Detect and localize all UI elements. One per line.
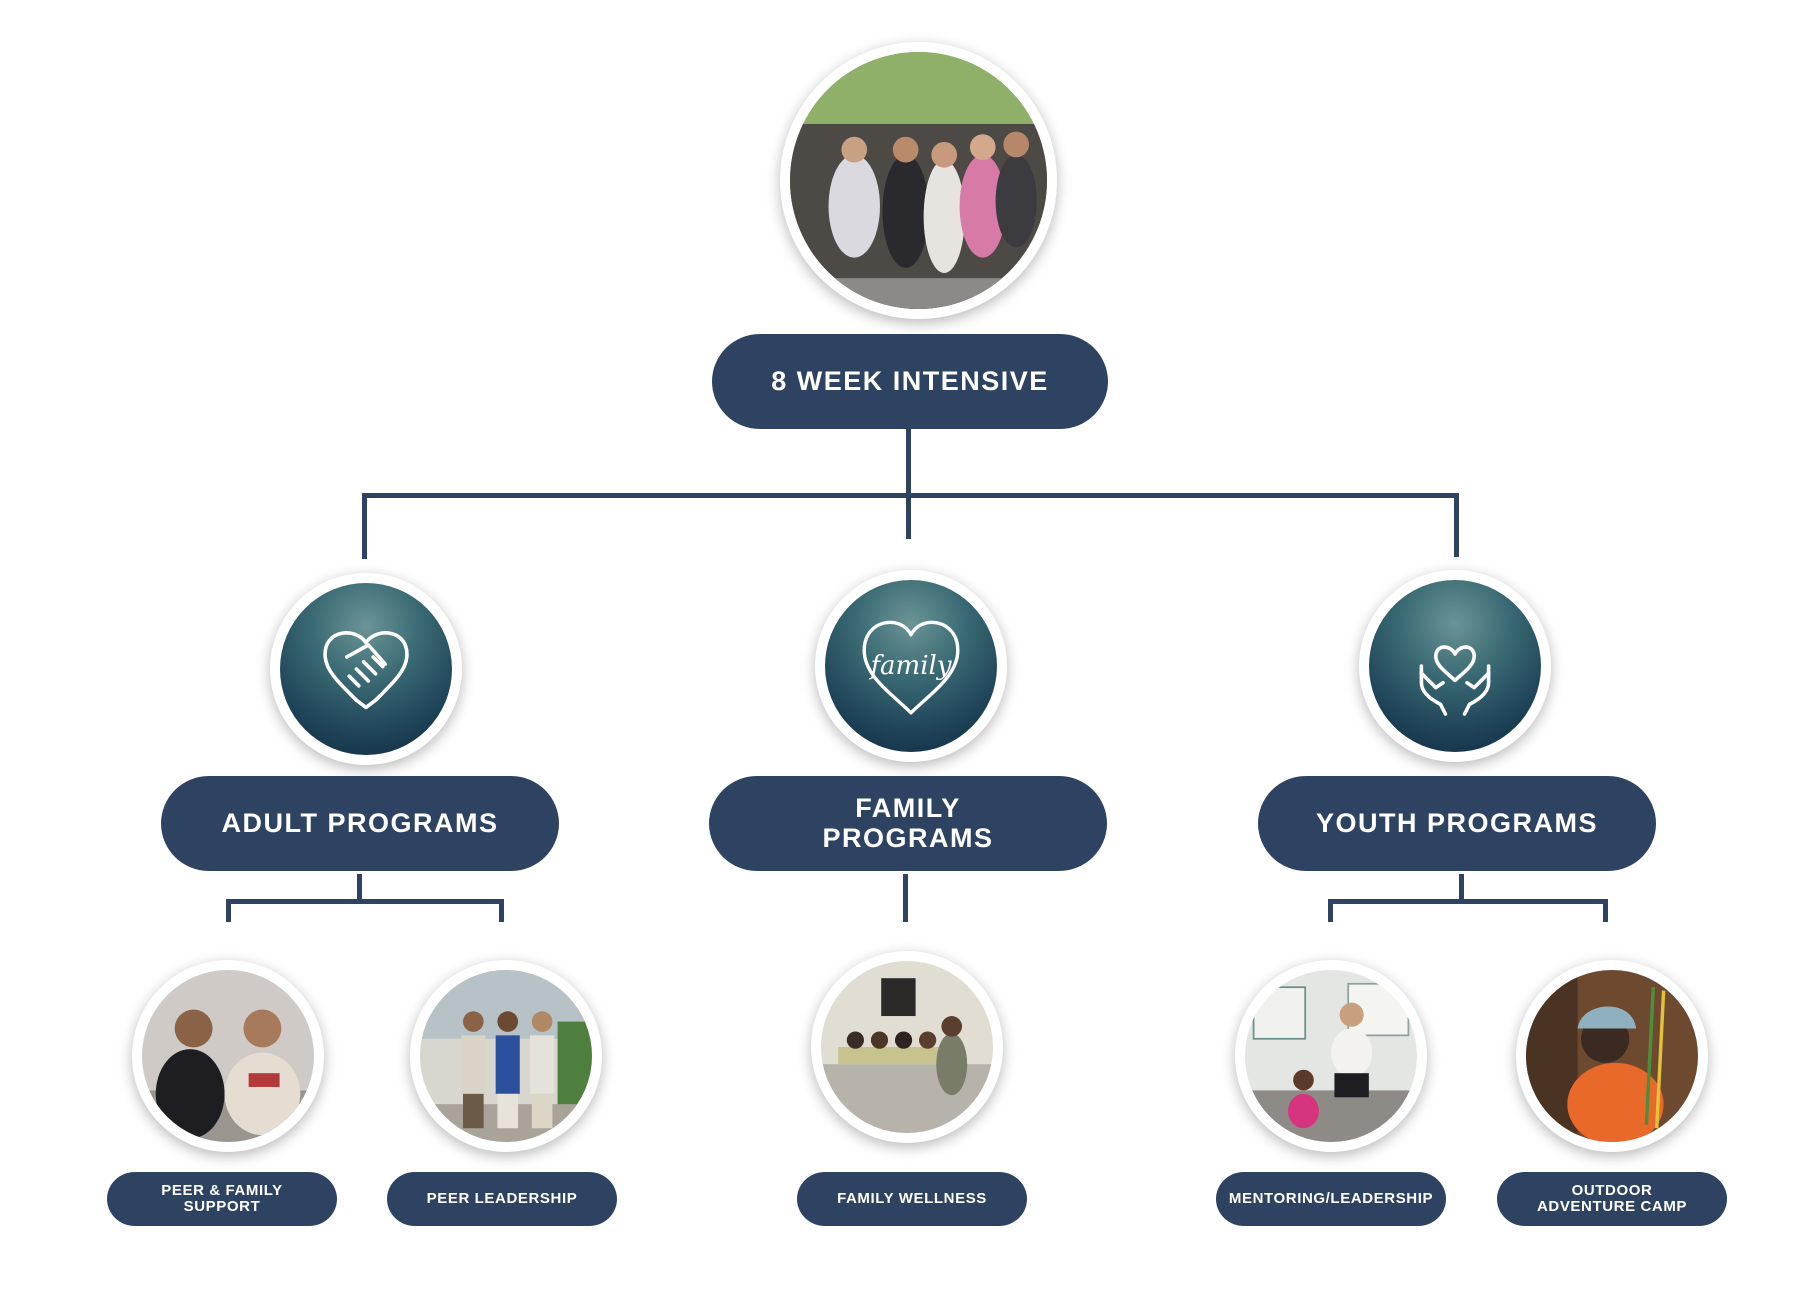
svg-text:family: family (868, 651, 951, 681)
adult-programs-label: ADULT PROGRAMS (161, 776, 559, 871)
handshake-heart-icon (280, 583, 452, 755)
family-icon-circle: family (815, 570, 1007, 762)
outdoor-adventure-camp-photo-circle (1516, 960, 1708, 1152)
peer-leadership-label: PEER LEADERSHIP (387, 1172, 617, 1226)
connector-to-adult (362, 493, 367, 559)
connector-youth-horizontal (1328, 899, 1608, 904)
peer-family-support-photo-circle (132, 960, 324, 1152)
mentor-high-five-photo (1245, 970, 1417, 1142)
climbing-helmet-photo (1526, 970, 1698, 1142)
mentoring-leadership-label: MENTORING/LEADERSHIP (1216, 1172, 1446, 1226)
family-programs-label: FAMILY PROGRAMS (709, 776, 1107, 871)
connector-root-down (906, 428, 911, 526)
two-women-talking-photo (142, 970, 314, 1142)
peer-leadership-photo-circle (410, 960, 602, 1152)
youth-icon-circle (1359, 570, 1551, 762)
family-wellness-photo-circle (811, 951, 1003, 1143)
root-photo-circle (780, 42, 1057, 319)
connector-youth-down (1459, 874, 1464, 902)
youth-programs-label: YOUTH PROGRAMS (1258, 776, 1656, 871)
adult-icon-circle (270, 573, 462, 765)
hands-holding-heart-icon (1369, 580, 1541, 752)
connector-family-down (903, 874, 908, 922)
connector-adult-down (357, 874, 362, 902)
family-programs-text: FAMILY PROGRAMS (822, 792, 994, 853)
root-program-label: 8 WEEK INTENSIVE (712, 334, 1108, 429)
connector-center-down (906, 493, 911, 539)
family-wellness-label: FAMILY WELLNESS (797, 1172, 1027, 1226)
pottery-class-photo (821, 961, 993, 1133)
connector-adult-left (226, 899, 231, 922)
connector-to-youth (1454, 493, 1459, 557)
three-men-standing-photo (420, 970, 592, 1142)
connector-youth-left (1328, 899, 1333, 922)
group-celebration-photo (790, 52, 1047, 309)
outdoor-adventure-camp-label: OUTDOOR ADVENTURE CAMP (1497, 1172, 1727, 1226)
connector-adult-right (499, 899, 504, 922)
mentoring-leadership-photo-circle (1235, 960, 1427, 1152)
family-heart-icon: family (825, 580, 997, 752)
connector-youth-right (1603, 899, 1608, 922)
connector-adult-horizontal (226, 899, 504, 904)
peer-family-support-label: PEER & FAMILY SUPPORT (107, 1172, 337, 1226)
